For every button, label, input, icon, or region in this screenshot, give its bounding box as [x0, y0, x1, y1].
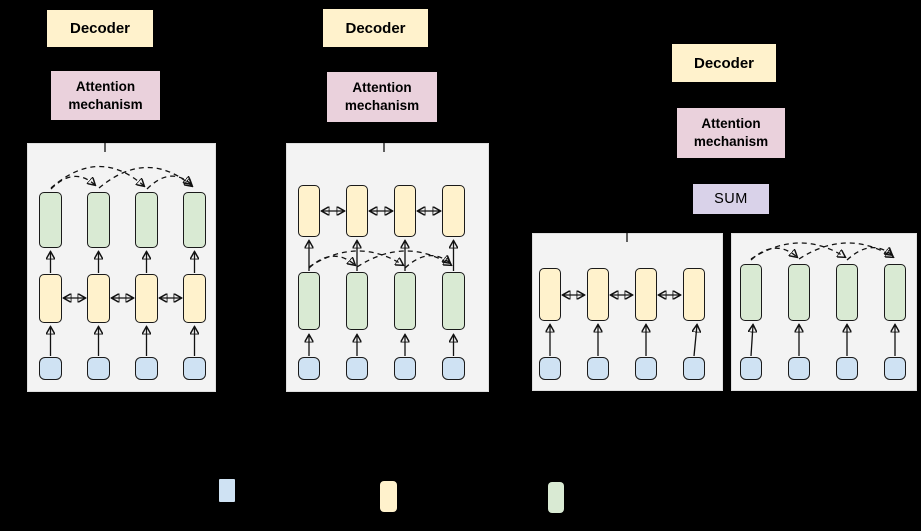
blue-block [836, 357, 858, 380]
legend-yellow-block-swatch [380, 481, 397, 512]
green-block [442, 272, 465, 330]
attention-label: Attention mechanism [344, 80, 420, 113]
green-block [836, 264, 858, 321]
green-block [788, 264, 810, 321]
yellow-block [587, 268, 609, 321]
yellow-block [539, 268, 561, 321]
green-block [183, 192, 206, 248]
decoder-label: Decoder [345, 19, 406, 37]
blue-block [394, 357, 416, 380]
attention-box-middle: Attention mechanism [327, 72, 437, 122]
blue-block [183, 357, 206, 380]
green-block [298, 272, 320, 330]
decoder-label: Decoder [693, 54, 755, 72]
green-block [135, 192, 158, 248]
decoder-label: Decoder [69, 20, 131, 37]
decoder-box-right: Decoder [672, 44, 776, 82]
blue-block [635, 357, 657, 380]
yellow-block [183, 274, 206, 323]
yellow-block [346, 185, 368, 237]
yellow-block [442, 185, 465, 237]
green-block [346, 272, 368, 330]
yellow-block [635, 268, 657, 321]
blue-block [346, 357, 368, 380]
attention-label: Attention mechanism [68, 78, 143, 112]
blue-block [884, 357, 906, 380]
blue-block [788, 357, 810, 380]
green-block [394, 272, 416, 330]
blue-block [539, 357, 561, 380]
decoder-box-left: Decoder [47, 10, 153, 47]
decoder-box-middle: Decoder [323, 9, 428, 47]
blue-block [298, 357, 320, 380]
blue-block [587, 357, 609, 380]
sum-label: SUM [714, 191, 748, 207]
blue-block [87, 357, 110, 380]
green-block [884, 264, 906, 321]
blue-block [39, 357, 62, 380]
yellow-block [394, 185, 416, 237]
green-block [87, 192, 110, 248]
blue-block [135, 357, 158, 380]
green-block [740, 264, 762, 321]
panel-1 [27, 143, 216, 392]
yellow-block [683, 268, 705, 321]
panel-2 [286, 143, 489, 392]
attention-label: Attention mechanism [693, 116, 769, 149]
blue-block [442, 357, 465, 380]
legend-blue-block-swatch [219, 479, 235, 502]
attention-box-right: Attention mechanism [677, 108, 785, 158]
yellow-block [135, 274, 158, 323]
blue-block [683, 357, 705, 380]
legend-green-block-swatch [548, 482, 564, 513]
yellow-block [39, 274, 62, 323]
blue-block [740, 357, 762, 380]
yellow-block [87, 274, 110, 323]
sum-box: SUM [693, 184, 769, 214]
green-block [39, 192, 62, 248]
attention-box-left: Attention mechanism [51, 71, 160, 120]
yellow-block [298, 185, 320, 237]
